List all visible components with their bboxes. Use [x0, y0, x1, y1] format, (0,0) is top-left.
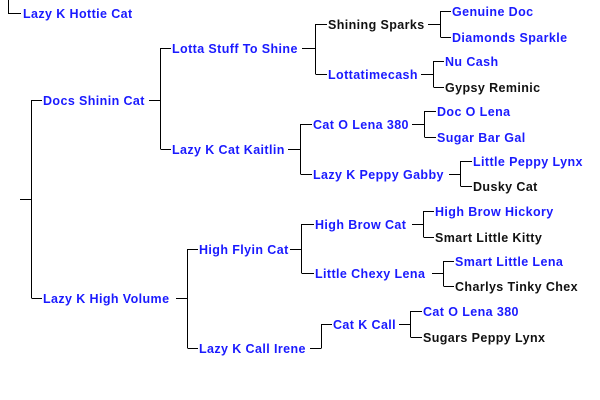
horse-name-sire-sire-dam-dam: Gypsy Reminic — [445, 81, 541, 95]
horse-link-dam-sire-dam-sire[interactable]: Smart Little Lena — [455, 255, 564, 269]
horse-link-sire-dam-sire[interactable]: Cat O Lena 380 — [313, 118, 409, 132]
horse-name-sire-sire-sire: Shining Sparks — [328, 18, 425, 32]
horse-name-dam-dam-sire-dam: Sugars Peppy Lynx — [423, 331, 546, 345]
horse-link-dam[interactable]: Lazy K High Volume — [43, 292, 170, 306]
horse-link-sire-sire-dam-sire[interactable]: Nu Cash — [445, 55, 499, 69]
horse-name-dam-sire-dam-dam: Charlys Tinky Chex — [455, 280, 578, 294]
horse-link-sire-dam-dam-sire[interactable]: Little Peppy Lynx — [473, 155, 583, 169]
horse-link-sire-sire[interactable]: Lotta Stuff To Shine — [172, 42, 298, 56]
horse-link-dam-dam-sire[interactable]: Cat K Call — [333, 318, 397, 332]
horse-link-sire-dam-sire-dam[interactable]: Sugar Bar Gal — [437, 131, 526, 145]
horse-link-sire[interactable]: Docs Shinin Cat — [43, 94, 145, 108]
horse-link-sire-dam[interactable]: Lazy K Cat Kaitlin — [172, 143, 285, 157]
horse-name-sire-dam-dam-dam: Dusky Cat — [473, 180, 538, 194]
horse-link-dam-sire-dam[interactable]: Little Chexy Lena — [315, 267, 426, 281]
horse-link-dam-dam[interactable]: Lazy K Call Irene — [199, 342, 306, 356]
horse-link-sire-dam-sire-sire[interactable]: Doc O Lena — [437, 105, 511, 119]
horse-link-dam-sire[interactable]: High Flyin Cat — [199, 243, 289, 257]
horse-link-sire-dam-dam[interactable]: Lazy K Peppy Gabby — [313, 168, 444, 182]
horse-name-dam-sire-sire-dam: Smart Little Kitty — [435, 231, 543, 245]
horse-link-sire-sire-sire-sire[interactable]: Genuine Doc — [452, 5, 534, 19]
horse-link-dam-sire-sire[interactable]: High Brow Cat — [315, 218, 407, 232]
horse-link-dam-dam-sire-sire[interactable]: Cat O Lena 380 — [423, 305, 519, 319]
horse-link-sire-sire-dam[interactable]: Lottatimecash — [328, 68, 418, 82]
horse-link-top-entry[interactable]: Lazy K Hottie Cat — [23, 7, 133, 21]
horse-link-sire-sire-sire-dam[interactable]: Diamonds Sparkle — [452, 31, 568, 45]
horse-link-dam-sire-sire-sire[interactable]: High Brow Hickory — [435, 205, 554, 219]
